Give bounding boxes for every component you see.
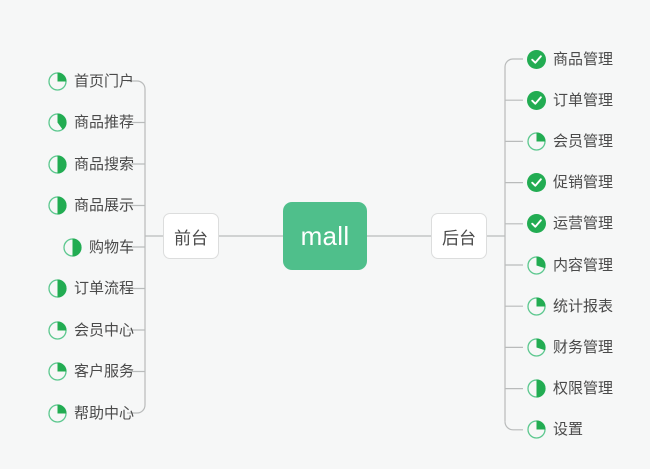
leaf-item-label: 权限管理 [553,380,614,398]
leaf-item-right-0[interactable]: 商品管理 [527,46,613,72]
check-circle-icon [527,90,546,110]
leaf-item-label: 财务管理 [553,338,614,356]
leaf-item-left-0[interactable]: 首页门户 [48,68,134,94]
leaf-item-label: 促销管理 [553,174,614,192]
leaf-item-right-8[interactable]: 权限管理 [527,376,613,402]
branch-node-backend-label: 后台 [442,228,476,248]
leaf-item-right-4[interactable]: 运营管理 [527,211,613,237]
leaf-item-label: 客户服务 [73,363,134,380]
branch-node-frontend[interactable]: 前台 [163,213,219,259]
leaf-item-right-7[interactable]: 财务管理 [527,334,613,360]
leaf-item-label: 商品搜索 [73,155,134,173]
pie-progress-icon [527,297,546,316]
leaf-item-label: 商品展示 [73,197,134,214]
pie-progress-icon [48,403,67,423]
leaf-item-label: 统计报表 [553,297,614,315]
branch-node-frontend-label: 前台 [174,228,208,248]
pie-progress-icon [48,154,67,174]
leaf-item-label: 商品推荐 [73,114,134,131]
leaf-item-left-4[interactable]: 购物车 [63,234,134,260]
leaf-item-right-1[interactable]: 订单管理 [527,87,613,113]
check-circle-icon [527,173,546,193]
leaf-item-label: 内容管理 [553,256,614,274]
leaf-item-label: 运营管理 [553,215,614,233]
leaf-item-left-7[interactable]: 客户服务 [48,359,134,385]
branch-node-backend[interactable]: 后台 [431,213,487,259]
pie-progress-icon [527,255,546,275]
check-circle-icon [527,49,546,69]
root-node-label: mall [300,220,350,251]
leaf-item-right-5[interactable]: 内容管理 [527,252,613,278]
leaf-item-left-6[interactable]: 会员中心 [48,317,134,343]
leaf-item-left-1[interactable]: 商品推荐 [48,110,134,136]
leaf-item-right-3[interactable]: 促销管理 [527,170,613,196]
leaf-item-right-9[interactable]: 设置 [527,417,583,443]
leaf-item-right-2[interactable]: 会员管理 [527,128,613,154]
pie-progress-icon [527,132,546,151]
root-node-mall[interactable]: mall [283,202,367,270]
connector-line [504,58,523,68]
leaf-item-label: 订单管理 [553,91,614,109]
pie-progress-icon [48,320,67,340]
check-circle-icon [527,214,546,234]
pie-progress-icon [63,237,82,257]
pie-progress-icon [48,362,67,381]
leaf-item-left-5[interactable]: 订单流程 [48,276,134,302]
pie-progress-icon [48,71,67,91]
pie-progress-icon [48,196,67,215]
leaf-item-label: 帮助中心 [73,404,134,422]
pie-progress-icon [48,113,67,132]
leaf-item-label: 设置 [553,421,584,439]
leaf-item-label: 会员中心 [73,321,134,339]
pie-progress-icon [527,338,546,357]
leaf-item-left-8[interactable]: 帮助中心 [48,400,134,426]
connector-line [504,421,523,431]
leaf-item-label: 商品管理 [553,50,614,68]
leaf-item-label: 会员管理 [553,132,614,150]
pie-progress-icon [527,420,546,439]
leaf-item-label: 订单流程 [73,280,134,297]
pie-progress-icon [527,379,546,398]
leaf-item-label: 首页门户 [73,72,134,90]
leaf-item-right-6[interactable]: 统计报表 [527,293,613,319]
leaf-item-label: 购物车 [88,238,134,256]
leaf-item-left-2[interactable]: 商品搜索 [48,151,134,177]
leaf-item-left-3[interactable]: 商品展示 [48,193,134,219]
pie-progress-icon [48,279,67,298]
